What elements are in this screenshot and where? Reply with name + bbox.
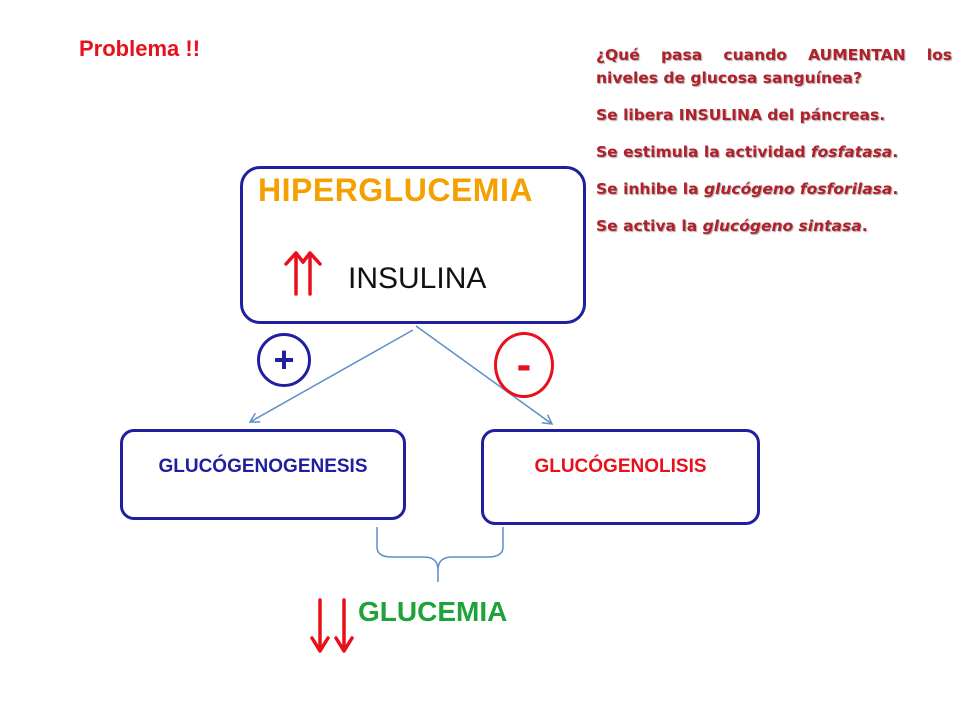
glucogenolisis-label: GLUCÓGENOLISIS xyxy=(534,456,707,477)
connector-to-glucogenolisis xyxy=(415,325,554,425)
hiperglucemia-title: HIPERGLUCEMIA xyxy=(258,172,533,208)
note-text: Se estimula la actividad xyxy=(596,143,811,161)
note-text: Se libera INSULINA del páncreas. xyxy=(596,106,886,124)
note-suffix: . xyxy=(892,180,899,198)
note-suffix: . xyxy=(892,143,899,161)
note-item: Se estimula la actividad fosfatasa. xyxy=(596,141,952,164)
glucogenogenesis-box xyxy=(120,429,406,520)
inhibition-badge: - xyxy=(494,332,554,398)
merge-bracket xyxy=(376,527,504,582)
connector-to-glucogenogenesis xyxy=(248,329,414,423)
note-text: Se inhibe la xyxy=(596,180,704,198)
note-emphasis: glucógeno fosforilasa xyxy=(703,180,893,198)
note-emphasis: glucógeno sintasa xyxy=(702,217,862,235)
note-text: Se activa la xyxy=(596,217,703,235)
question-text: ¿Qué pasa cuando AUMENTAN los niveles de… xyxy=(596,44,952,90)
glucogenolisis-box xyxy=(481,429,760,525)
hiperglucemia-box xyxy=(240,166,586,324)
note-item: Se libera INSULINA del páncreas. xyxy=(596,104,952,127)
question-line-1: ¿Qué pasa cuando AUMENTAN los xyxy=(596,46,952,64)
glucogenogenesis-label: GLUCÓGENOGENESIS xyxy=(158,456,368,477)
note-item: Se inhibe la glucógeno fosforilasa. xyxy=(596,178,952,201)
note-item: Se activa la glucógeno sintasa. xyxy=(596,215,952,238)
problem-title: Problema !! xyxy=(79,36,201,61)
double-down-arrow-icon xyxy=(310,598,354,653)
insulina-label: INSULINA xyxy=(348,262,487,295)
question-line-2: niveles de glucosa sanguínea? xyxy=(596,69,862,87)
notes-panel: ¿Qué pasa cuando AUMENTAN los niveles de… xyxy=(596,44,952,252)
double-up-arrow-icon xyxy=(284,251,322,296)
note-emphasis: fosfatasa xyxy=(810,143,893,161)
glucemia-label: GLUCEMIA xyxy=(358,596,508,627)
note-suffix: . xyxy=(861,217,868,235)
stimulation-badge: + xyxy=(257,333,311,387)
